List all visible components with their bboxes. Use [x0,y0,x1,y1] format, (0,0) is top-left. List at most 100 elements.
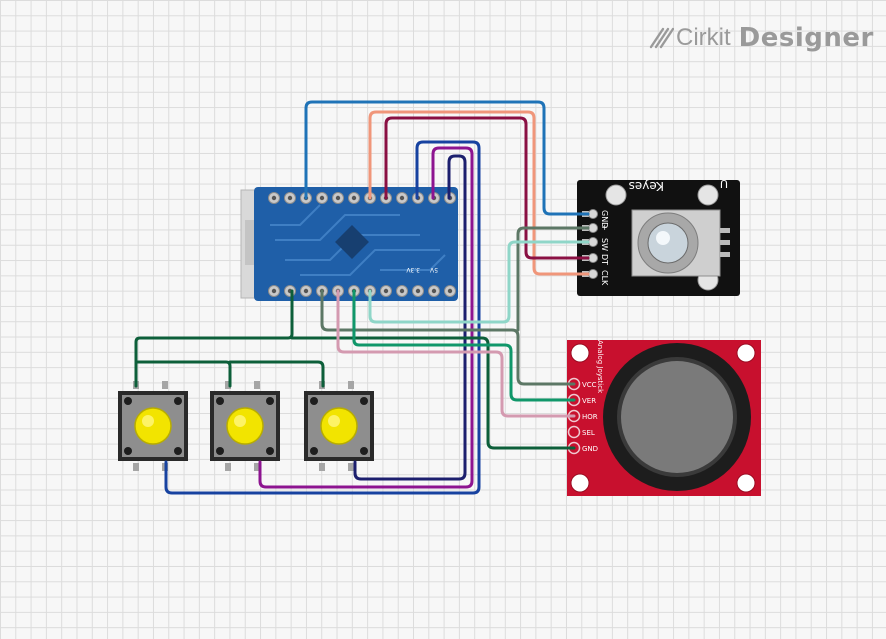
board-pin-hole [303,288,309,294]
button-corner [360,397,368,405]
encoder-pin-label: SW [600,238,609,251]
encoder-pin-label: + [600,224,609,231]
brand-name: Cirkit [676,24,731,51]
button-cap[interactable] [226,407,264,445]
board-pin-hole [335,195,341,201]
encoder-pin-label: CLK [600,270,609,286]
button-leg [254,463,260,471]
mcu-chip [335,225,369,259]
wire-joystick-hor[interactable] [336,289,576,418]
button-corner [266,397,274,405]
wire-joystick-vcc[interactable] [320,289,576,386]
pushbutton[interactable] [118,381,188,471]
joystick-mount-hole [570,473,590,493]
button-leg [162,381,168,389]
rotary-encoder-module[interactable]: Keyes U GND+ SW DT CLK [577,177,740,296]
joystick-module[interactable]: Analog Joystick VCC VER HOR SEL GND [567,340,761,496]
encoder-u-mark: U [720,177,728,190]
pushbutton[interactable] [210,381,280,471]
board-pin-hole [351,195,357,201]
encoder-shaft[interactable] [647,222,689,264]
encoder-pin-label: DT [600,254,609,265]
cirkit-designer-logo: Cirkit Designer [648,20,874,56]
encoder-pin[interactable] [588,253,598,263]
button-cap-highlight [142,415,154,427]
encoder-pin-labels: GND+ SW DT CLK [600,210,609,286]
button-cap-highlight [234,415,246,427]
button-corner [124,447,132,455]
button-corner [174,447,182,455]
button-leg [348,463,354,471]
board-bottom-header[interactable] [268,285,456,297]
joystick-pin[interactable] [567,425,581,439]
button-cap[interactable] [320,407,358,445]
board-pin-hole [415,288,421,294]
button-corner [310,447,318,455]
wire-encoder-clk[interactable] [368,110,590,276]
joystick-pin-label: VER [582,397,596,405]
wire-encoder-dt[interactable] [384,116,590,260]
joystick-mount-hole [570,343,590,363]
button-leg [133,463,139,471]
encoder-pin[interactable] [588,269,598,279]
encoder-pin-label: GND [600,210,609,228]
encoder-pin[interactable] [588,237,598,247]
wire-encoder-gnd[interactable] [304,100,590,216]
button-leg [225,381,231,389]
brand-product: Designer [738,23,874,53]
encoder-brand-label: Keyes [629,179,664,193]
board-pin-hole [447,288,453,294]
wire-joystick-gnd[interactable] [290,336,576,450]
wire-buttons-gnd[interactable] [134,289,294,388]
encoder-shaft-highlight [656,231,670,245]
joystick-mount-hole [736,473,756,493]
wire-button2[interactable] [258,146,474,489]
board-pin-hole [319,195,325,201]
wire-encoder-sw[interactable] [368,240,590,324]
joystick-thumbstick[interactable] [621,361,733,473]
button-corner [216,397,224,405]
board-pin-hole [271,195,277,201]
encoder-pin[interactable] [588,223,598,233]
wire-joystick-ver[interactable] [352,289,576,402]
joystick-pin-labels: VCC VER HOR SEL GND [582,381,598,453]
joystick-pin-label: VCC [582,381,597,389]
joystick-pin-label: SEL [582,429,595,437]
board-pin-hole [287,195,293,201]
joystick-title: Analog Joystick [596,340,604,394]
pushbutton-group [118,381,374,471]
button-corner [360,447,368,455]
encoder-mount-hole [605,184,627,206]
wire-button3[interactable] [353,154,467,481]
button-corner [216,447,224,455]
button-cap-highlight [328,415,340,427]
board-pin-hole [383,288,389,294]
encoder-mount-hole [697,184,719,206]
pushbutton[interactable] [304,381,374,471]
microcontroller-board[interactable]: 3.3V 5V [240,187,458,301]
encoder-side-legs [720,228,730,257]
encoder-pin[interactable] [588,209,598,219]
button-leg [225,463,231,471]
wire-encoder-plus[interactable] [516,226,590,332]
board-pin-hole [399,288,405,294]
joystick-mount-hole [736,343,756,363]
wire-button1[interactable] [164,140,481,495]
button-corner [266,447,274,455]
usb-port [245,220,255,265]
button-corner [310,397,318,405]
board-pin-hole [431,288,437,294]
board-pin-hole [271,288,277,294]
button-leg [319,463,325,471]
button-leg [254,381,260,389]
button-cap[interactable] [134,407,172,445]
board-label-5v: 5V [429,266,438,273]
joystick-pin-label: HOR [582,413,598,421]
cirkit-logo-icon [649,27,674,49]
board-label-3v3: 3.3V [405,266,420,273]
joystick-pin-label: GND [582,445,598,453]
board-pin-hole [399,195,405,201]
wire-buttons-gnd-branch[interactable] [134,360,325,388]
